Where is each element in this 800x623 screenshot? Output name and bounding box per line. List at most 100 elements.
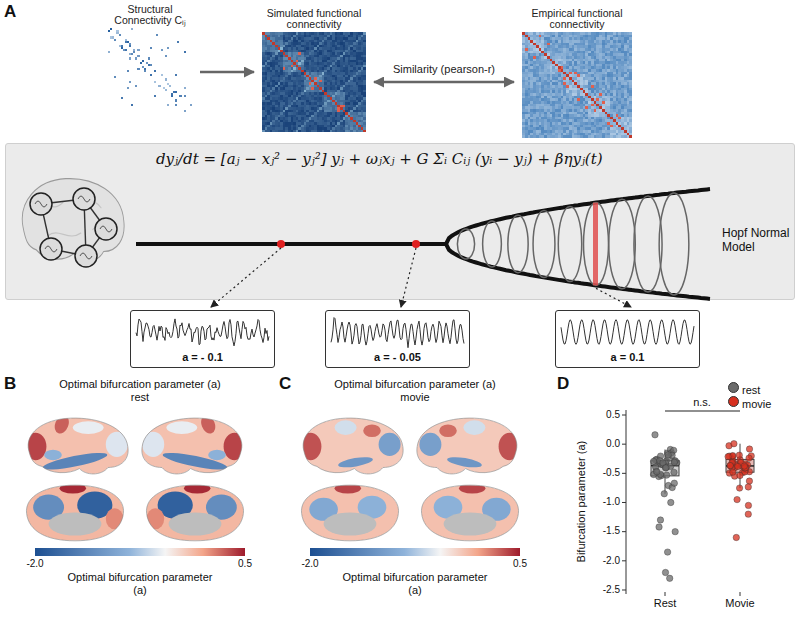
matrix-cell xyxy=(112,36,114,38)
matrix-cell xyxy=(322,50,325,53)
matrix-cell xyxy=(337,120,340,123)
matrix-cell xyxy=(594,35,597,38)
matrix-cell xyxy=(288,102,291,105)
matrix-cell xyxy=(275,75,278,78)
matrix-cell xyxy=(324,122,327,125)
matrix-cell xyxy=(343,85,346,88)
matrix-cell xyxy=(262,52,265,55)
matrix-cell xyxy=(262,57,265,60)
matrix-cell xyxy=(358,57,361,60)
matrix-cell xyxy=(293,70,296,73)
matrix-cell xyxy=(296,97,299,100)
matrix-cell xyxy=(267,97,270,100)
matrix-cell xyxy=(332,92,335,95)
matrix-cell xyxy=(610,35,613,38)
matrix-cell xyxy=(356,120,359,123)
matrix-cell xyxy=(304,45,307,48)
matrix-cell xyxy=(327,45,330,48)
matrix-cell xyxy=(262,125,265,128)
matrix-cell xyxy=(335,125,338,128)
matrix-cell xyxy=(298,87,301,90)
matrix-cell xyxy=(262,85,265,88)
matrix-cell xyxy=(343,55,346,58)
matrix-cell xyxy=(337,37,340,40)
matrix-cell xyxy=(319,92,322,95)
matrix-cell xyxy=(177,41,179,43)
matrix-cell xyxy=(293,85,296,88)
matrix-cell xyxy=(324,80,327,83)
matrix-cell xyxy=(314,60,317,63)
matrix-cell xyxy=(278,125,281,128)
matrix-cell xyxy=(309,82,312,85)
matrix-cell xyxy=(324,92,327,95)
matrix-cell xyxy=(309,120,312,123)
matrix-cell xyxy=(296,130,299,133)
matrix-cell xyxy=(337,87,340,90)
matrix-cell xyxy=(340,52,343,55)
matrix-cell xyxy=(330,130,333,133)
matrix-cell xyxy=(356,117,359,120)
matrix-cell xyxy=(332,45,335,48)
matrix-cell xyxy=(358,90,361,93)
matrix-cell xyxy=(348,55,351,58)
matrix-cell xyxy=(278,100,281,103)
matrix-cell xyxy=(558,37,561,40)
matrix-cell xyxy=(311,107,314,110)
matrix-cell xyxy=(348,102,351,105)
matrix-cell xyxy=(348,70,351,73)
matrix-cell xyxy=(298,117,301,120)
matrix-cell xyxy=(314,65,317,68)
brain-surface xyxy=(146,483,243,541)
matrix-cell xyxy=(110,28,112,30)
matrix-cell xyxy=(293,87,296,90)
matrix-cell xyxy=(319,35,322,38)
matrix-cell xyxy=(270,117,273,120)
matrix-cell xyxy=(317,77,320,80)
matrix-cell xyxy=(291,92,294,95)
matrix-cell xyxy=(343,57,346,60)
matrix-cell xyxy=(311,47,314,50)
matrix-cell xyxy=(285,47,288,50)
matrix-cell xyxy=(332,42,335,45)
matrix-cell xyxy=(324,107,327,110)
matrix-cell xyxy=(363,42,366,45)
brain-surface xyxy=(417,418,521,474)
matrix-cell xyxy=(317,107,320,110)
matrix-cell xyxy=(314,107,317,110)
matrix-cell xyxy=(306,125,309,128)
matrix-cell xyxy=(317,50,320,53)
brain-region xyxy=(299,433,321,460)
matrix-cell xyxy=(330,72,333,75)
matrix-cell xyxy=(345,127,348,130)
matrix-cell xyxy=(311,115,314,118)
matrix-cell xyxy=(324,127,327,130)
matrix-cell xyxy=(337,75,340,78)
matrix-cell xyxy=(283,92,286,95)
data-point xyxy=(737,472,743,478)
matrix-cell xyxy=(280,72,283,75)
matrix-cell xyxy=(283,57,286,60)
matrix-cell xyxy=(353,35,356,38)
matrix-cell xyxy=(314,67,317,70)
matrix-cell xyxy=(340,57,343,60)
matrix-cell xyxy=(267,112,270,115)
matrix-cell xyxy=(569,35,572,38)
matrix-cell xyxy=(129,43,131,45)
matrix-cell xyxy=(311,55,314,58)
matrix-cell xyxy=(330,62,333,65)
matrix-cell xyxy=(324,65,327,68)
matrix-cell xyxy=(358,42,361,45)
matrix-cell xyxy=(330,70,333,73)
matrix-cell xyxy=(304,117,307,120)
matrix-cell xyxy=(265,42,268,45)
matrix-cell xyxy=(324,87,327,90)
matrix-cell xyxy=(541,32,544,35)
matrix-cell xyxy=(356,82,359,85)
matrix-cell xyxy=(265,80,268,83)
matrix-cell xyxy=(301,127,304,130)
matrix-cell xyxy=(272,37,275,40)
matrix-cell xyxy=(314,32,317,35)
matrix-cell xyxy=(324,102,327,105)
matrix-cell xyxy=(348,130,351,133)
matrix-cell xyxy=(110,36,112,38)
